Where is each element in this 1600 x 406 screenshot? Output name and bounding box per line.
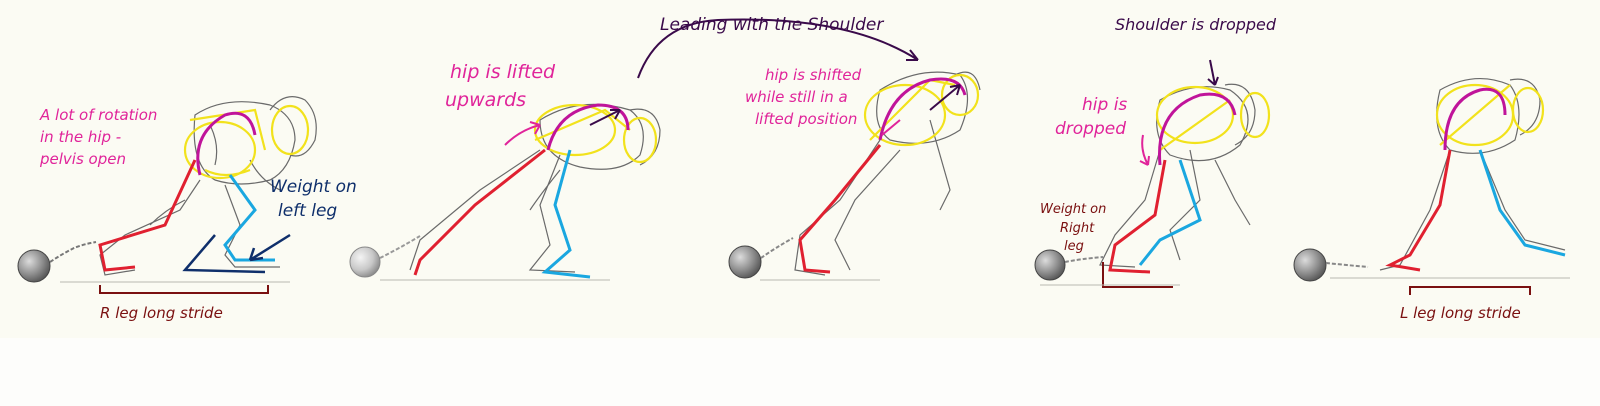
chain-2 [379, 235, 421, 259]
note-leading-shoulder: Leading with the Shoulder [660, 15, 884, 35]
left-leg-line-2 [541, 149, 591, 279]
ball-and-chain-4 [1034, 249, 1066, 281]
note-rotation: A lot of rotation in the hip - pelvis op… [39, 106, 157, 168]
note-weight-right-line-1: Weight on [1040, 202, 1106, 217]
note-l-stride: L leg long stride [1400, 304, 1521, 322]
weight-arrow-1 [248, 233, 291, 262]
note-hip-shifted-line-3: lifted position [755, 110, 857, 128]
torso-guide-5 [1435, 83, 1545, 147]
spine-line-1 [196, 111, 257, 176]
pencil-figure-5 [1379, 77, 1566, 271]
note-hip-dropped: hip is dropped [1055, 95, 1127, 139]
pencil-figure-1 [99, 96, 317, 276]
hip-down-arrow-4 [1139, 134, 1150, 166]
pose-1 [17, 96, 317, 294]
chain-1 [49, 241, 97, 263]
right-leg-line-2 [413, 148, 546, 276]
weight-marker-4 [1102, 262, 1173, 288]
note-rotation-line-2: in the hip - [40, 128, 121, 146]
left-leg-line-4 [1138, 159, 1202, 266]
left-leg-line-1 [223, 174, 275, 262]
ball-and-chain-1 [17, 249, 51, 283]
note-weight-left: Weight on left leg [270, 177, 357, 221]
ball-and-chain-3 [728, 245, 762, 279]
note-hip-shifted-line-2: while still in a [745, 88, 848, 106]
note-weight-right-line-3: leg [1064, 239, 1084, 254]
chain-3 [760, 237, 794, 259]
pose-2 [349, 103, 661, 279]
stride-bracket-r [99, 285, 269, 294]
leading-arc [637, 18, 919, 79]
chain-5 [1325, 262, 1369, 268]
ball-and-chain-2 [349, 246, 381, 278]
blank-margin [0, 338, 1600, 406]
note-shoulder-dropped: Shoulder is dropped [1115, 15, 1277, 34]
note-hip-shifted-line-1: hip is shifted [765, 66, 862, 84]
spine-arrow-3 [929, 84, 961, 111]
spine-line-2 [546, 103, 630, 151]
pose-3 [728, 71, 981, 279]
shoulder-arrow-4 [1207, 59, 1219, 86]
right-leg-line-1 [98, 159, 197, 272]
note-hip-lifted: hip is lifted upwards [445, 61, 556, 111]
right-leg-line-5 [1385, 149, 1452, 272]
pencil-figure-3 [794, 71, 981, 276]
note-hip-lifted-line-2: upwards [445, 89, 526, 111]
hip-arrow-2 [504, 121, 541, 146]
spine-line-4 [1158, 92, 1237, 166]
right-leg-line-4 [1108, 159, 1167, 274]
spine-arrow-2 [589, 109, 621, 126]
weight-marker-1 [182, 234, 266, 274]
note-weight-right: Weight on Right leg [1040, 202, 1106, 254]
torso-guide-1 [183, 104, 310, 180]
torso-guide-4 [1155, 85, 1271, 151]
spine-line-5 [1443, 87, 1507, 151]
hip-arrow-3 [881, 119, 901, 136]
torso-guide-2 [533, 103, 658, 164]
note-hip-shifted: hip is shifted while still in a lifted p… [745, 66, 862, 128]
stride-bracket-l [1409, 286, 1531, 295]
pose-5 [1293, 77, 1566, 295]
chain-4 [1064, 256, 1104, 263]
note-weight-left-line-1: Weight on [270, 177, 357, 197]
note-rotation-line-3: pelvis open [39, 150, 126, 168]
note-hip-dropped-line-2: dropped [1055, 119, 1126, 139]
left-leg-line-5 [1478, 149, 1566, 257]
note-hip-lifted-line-1: hip is lifted [450, 61, 556, 83]
pose-4 [1034, 59, 1271, 288]
note-r-stride: R leg long stride [100, 304, 223, 322]
note-weight-right-line-2: Right [1060, 221, 1095, 236]
right-leg-line-3 [798, 144, 882, 274]
ground-lines [60, 277, 1570, 286]
note-weight-left-line-2: left leg [278, 201, 337, 221]
note-rotation-line-1: A lot of rotation [39, 106, 157, 124]
note-hip-dropped-line-1: hip is [1082, 95, 1127, 115]
ball-and-chain-5 [1293, 248, 1327, 282]
